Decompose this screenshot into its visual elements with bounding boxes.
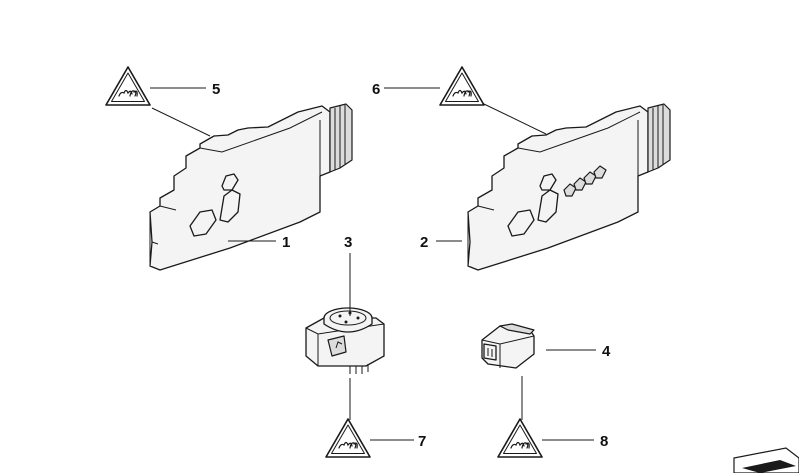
callout-7: 7 [418,433,426,450]
part-1-seat-adjustment-switch [149,103,353,271]
callout-6: 6 [372,81,380,98]
callout-4: 4 [602,343,611,360]
callout-5: 5 [212,81,220,98]
part-3-rotary-switch-module [305,307,385,374]
leader-lines [150,87,596,441]
esd-warning-triangle-icon-6 [439,66,485,106]
esd-warning-triangle-icon-7 [325,418,371,458]
folded-corner-logo [733,447,799,473]
esd-warning-triangle-icon-5 [105,66,151,106]
part-2-seat-switch-with-memory [467,103,671,271]
callout-1: 1 [282,234,290,251]
callout-3: 3 [344,234,352,251]
callout-2: 2 [420,234,428,251]
esd-warning-triangle-icon-8 [497,418,543,458]
part-4-small-switch [481,323,535,369]
callout-8: 8 [600,433,608,450]
